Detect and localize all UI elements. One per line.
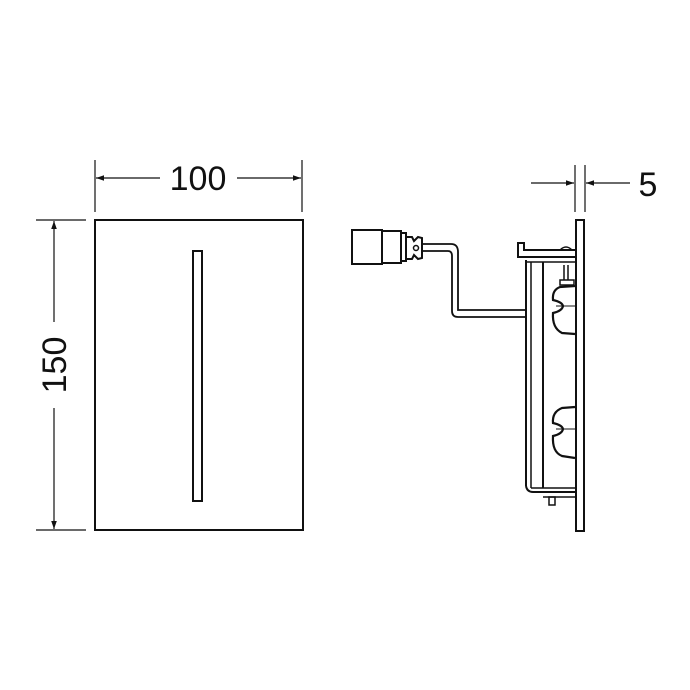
- thickness-label: 5: [639, 166, 658, 204]
- width-label: 100: [170, 160, 227, 198]
- flush-plate-outline: [94, 219, 304, 531]
- top-bracket: [517, 242, 576, 258]
- front-view: [94, 219, 304, 531]
- width-dimension: 100: [94, 160, 303, 212]
- side-view: [351, 219, 585, 532]
- cable-connector: [351, 229, 423, 265]
- sensor-cable: [422, 243, 526, 318]
- thickness-dimension: 5: [531, 165, 657, 212]
- height-dimension: 150: [36, 219, 86, 531]
- lower-mounting-clip: [551, 405, 576, 460]
- bottom-peg: [548, 496, 556, 506]
- cover-plate: [575, 219, 585, 532]
- upper-mounting-clip: [551, 265, 576, 336]
- height-label: 150: [36, 337, 74, 394]
- sensor-slot: [192, 250, 203, 502]
